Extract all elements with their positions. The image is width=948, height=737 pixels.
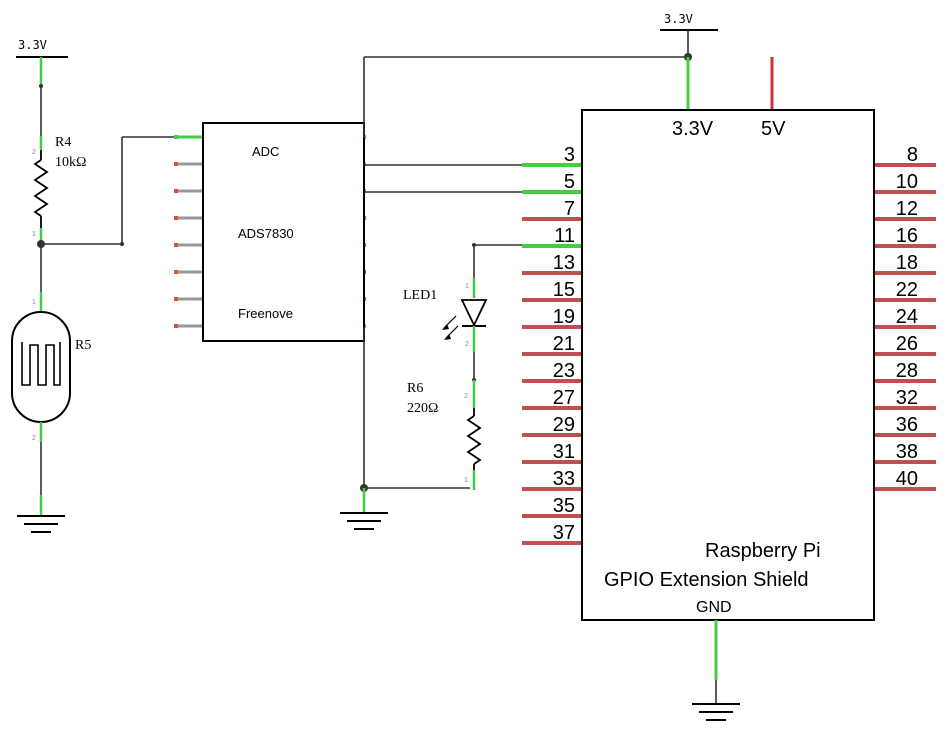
r5-name: R5 [75,338,91,353]
rpi-pin-number: 11 [554,225,575,247]
rpi-pin-number: 27 [553,387,575,409]
led1-name: LED1 [403,288,437,303]
ground-symbol-left [17,515,65,533]
rpi-pin-number: 23 [553,360,575,382]
adc-chip: A0A1A2A3A4A5A6A7 VCCSDASCLD1D0COMREFGND … [174,122,366,342]
rpi-5v-label: 5V [761,118,786,140]
rpi-pin-number: 26 [896,333,918,355]
led1-pin2: 2 [465,341,469,348]
adc-model: ADS7830 [238,226,294,241]
rpi-pin-number: 40 [896,468,918,490]
rpi-pin-number: 38 [896,441,918,463]
r4-name: R4 [55,135,71,150]
power-33v-left: 3.3V [16,38,68,136]
rpi-pin-number: 10 [896,171,918,193]
rpi-pin-number: 36 [896,414,918,436]
rpi-pin-number: 22 [896,279,918,301]
rpi-pin-number: 12 [896,198,918,220]
adc-title: ADC [252,144,279,159]
r6-value: 220Ω [407,401,438,416]
i2c-wires [364,164,530,193]
rpi-pin-number: 8 [907,144,918,166]
led-led1: LED1 1 2 [403,243,530,382]
rpi-title-line2: GPIO Extension Shield [604,569,809,591]
r6-pin2: 2 [464,393,468,400]
rpi-pin-number: 32 [896,387,918,409]
rpi-pin-number: 29 [553,414,575,436]
led1-pin1: 1 [465,283,469,290]
rpi-pin-number: 15 [553,279,575,301]
rpi-pin-number: 21 [553,333,575,355]
rpi-pin-number: 13 [553,252,575,274]
resistor-r6: R6 220Ω 2 1 [407,380,482,490]
rpi-pin-number: 28 [896,360,918,382]
r5-pin1: 1 [32,299,36,306]
rpi-pin-number: 3 [564,144,575,166]
rpi-pin-number: 35 [553,495,575,517]
resistor-r4: R4 10kΩ 2 1 [32,135,86,242]
r6-pin1: 1 [464,477,468,484]
rpi-gnd-label: GND [696,599,732,616]
rpi-pin-number: 31 [553,441,575,463]
r4-pin1: 1 [32,231,36,238]
r6-name: R6 [407,381,423,396]
power-label-top: 3.3V [664,12,693,26]
power-label-left: 3.3V [18,38,47,52]
rpi-pin-number: 24 [896,306,918,328]
power-33v-top: 3.3V [363,12,718,138]
adc-brand: Freenove [238,306,293,321]
r4-pin2: 2 [32,149,36,156]
rpi-title-line1: Raspberry Pi [705,540,821,562]
adc-ground-wire [340,327,470,530]
rpi-pin-number: 37 [553,522,575,544]
r5-pin2: 2 [32,435,36,442]
rpi-pin-number: 7 [564,198,575,220]
r4-value: 10kΩ [55,155,86,170]
rpi-pin-number: 5 [564,171,575,193]
rpi-33v-label: 3.3V [672,118,714,140]
rpi-pin-number: 18 [896,252,918,274]
rpi-pin-number: 19 [553,306,575,328]
r4-adc-wire [37,136,176,292]
rpi-pin-number: 33 [553,468,575,490]
rpi-shield: 3SDA15SCL17GPIO411GPIO1713GPIO2715GPIO22… [522,57,936,721]
photoresistor-r5: R5 1 2 [11,292,91,516]
rpi-pin-number: 16 [896,225,918,247]
